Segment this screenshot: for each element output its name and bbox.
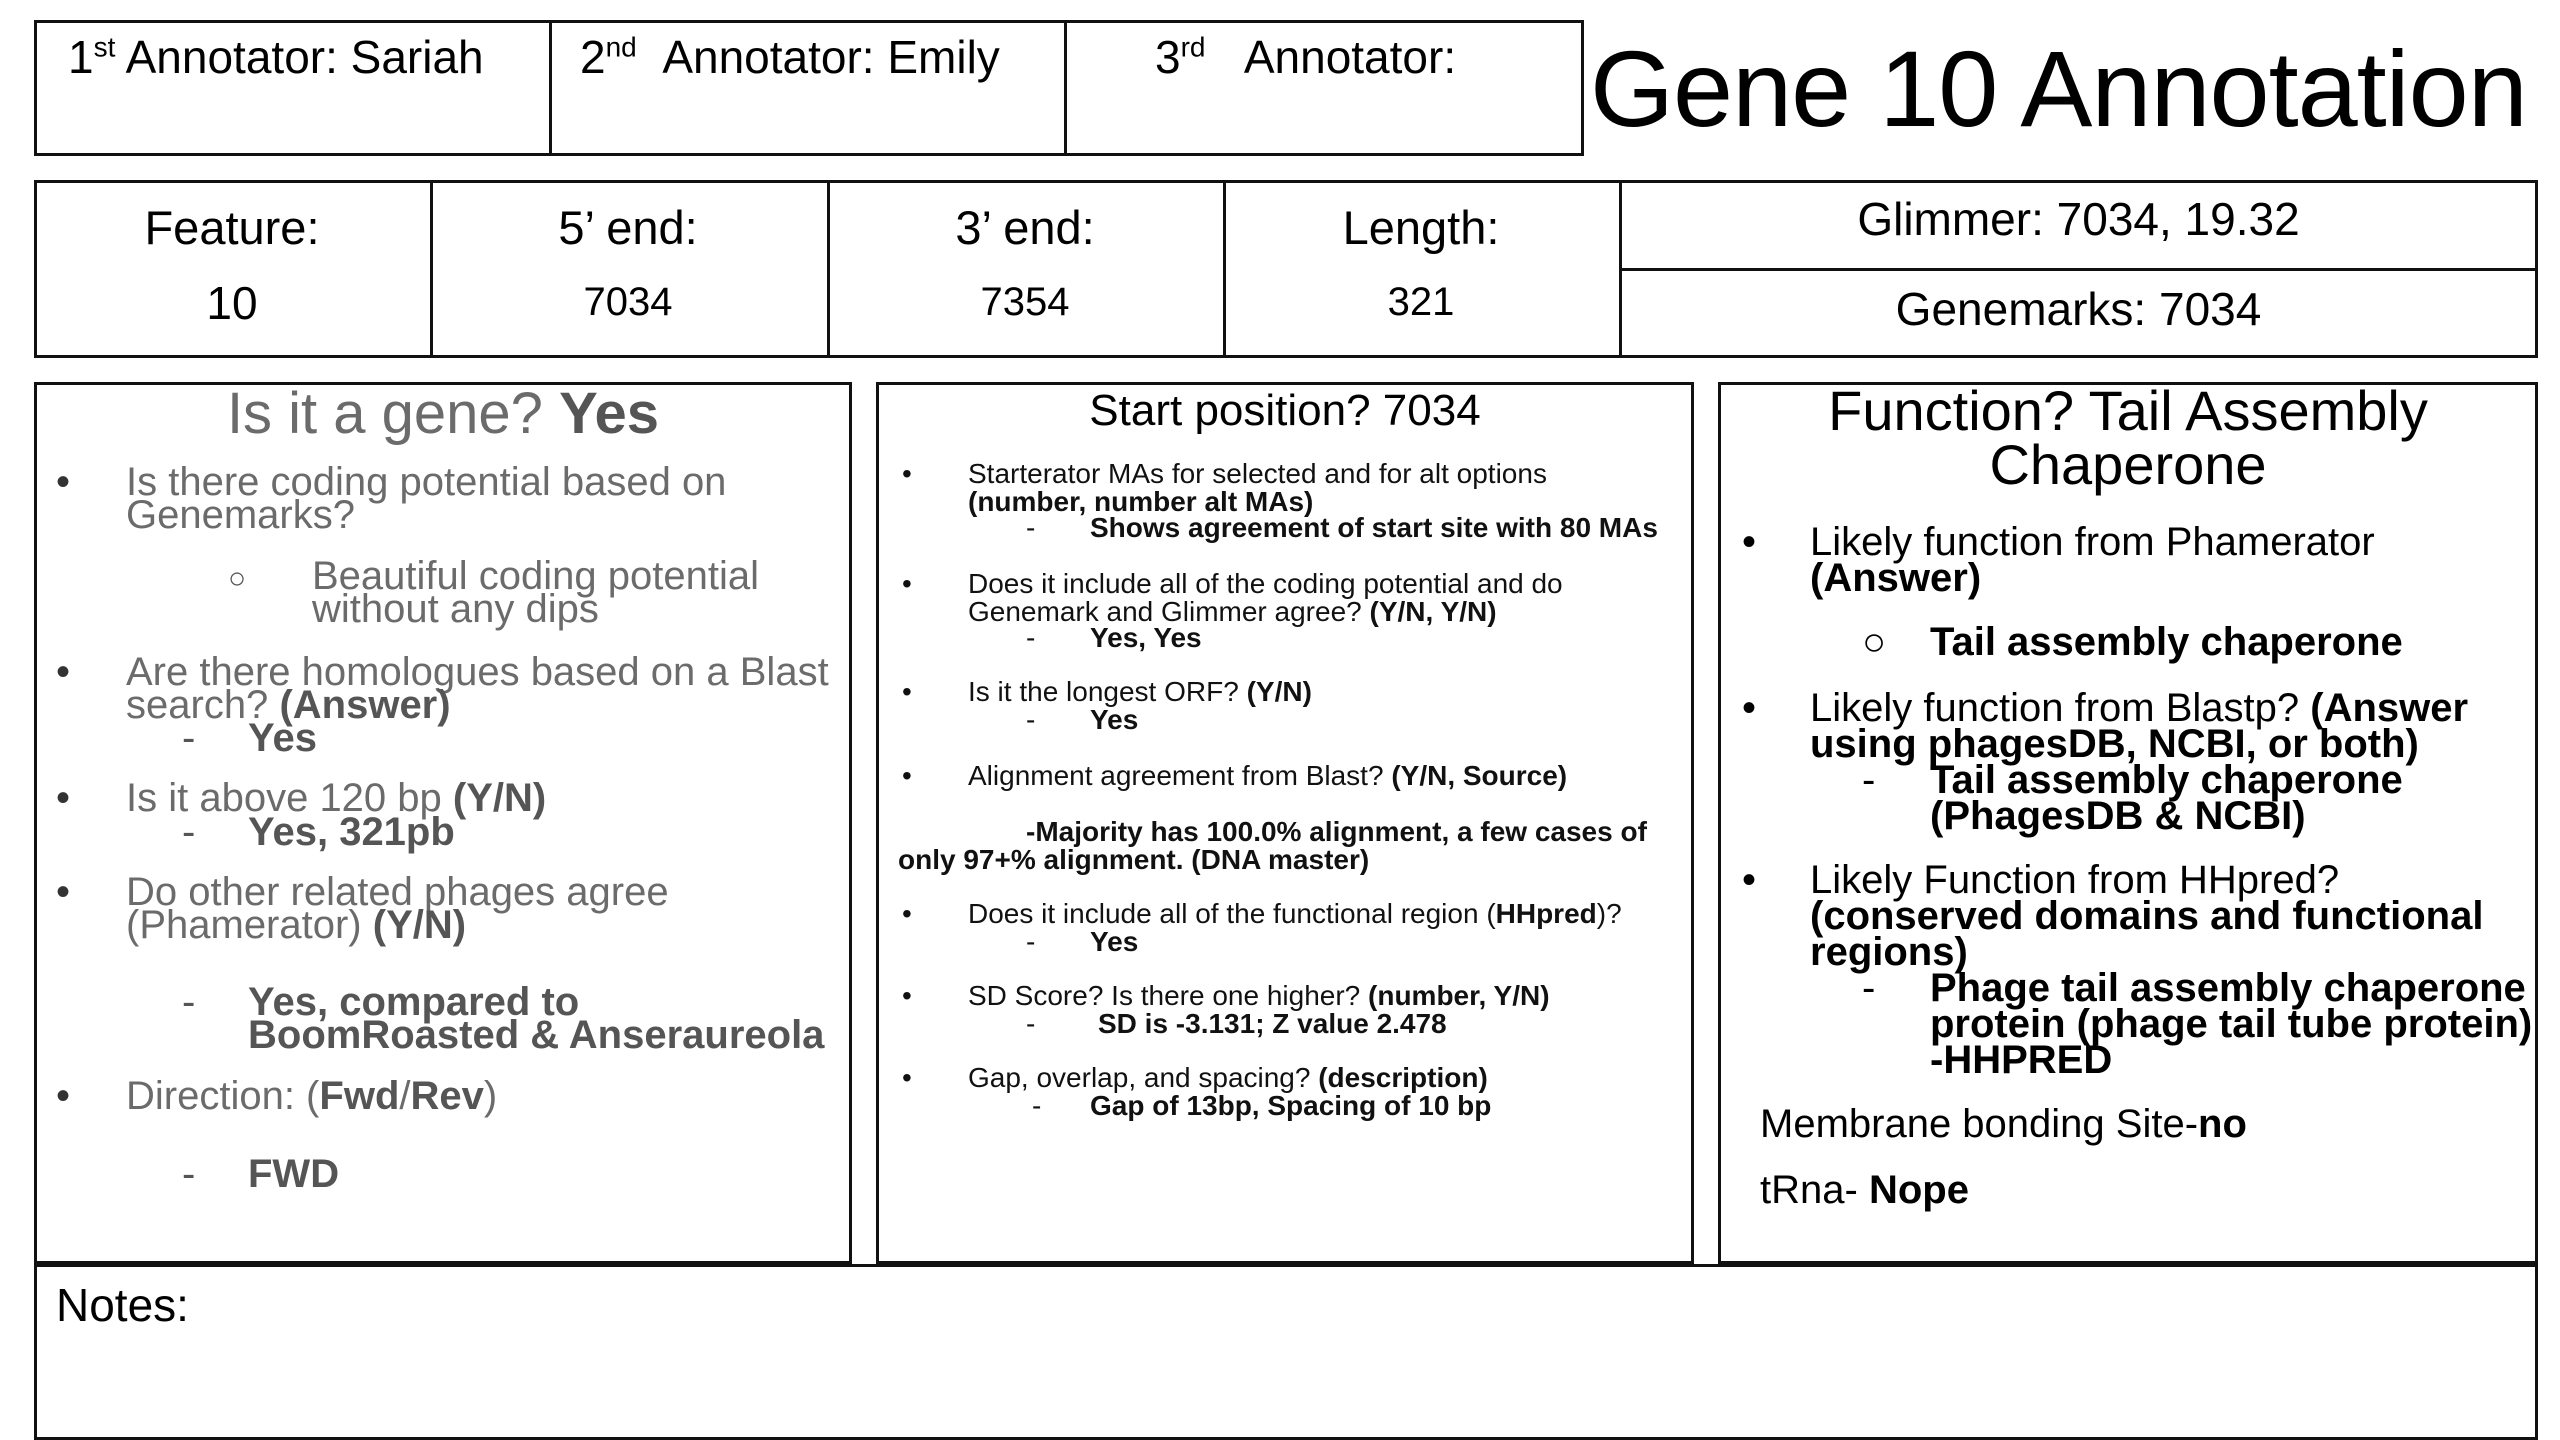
- blastp-answer: Tail assembly chaperone (PhagesDB & NCBI…: [1930, 758, 2403, 838]
- circle-bullet-icon: ○: [228, 562, 247, 595]
- coding-potential-question: Is there coding potential based on Genem…: [126, 460, 727, 537]
- circle-bullet-icon: ○: [1862, 620, 1887, 664]
- third-annotator: 3rd Annotator:: [1155, 31, 1457, 83]
- three-end-value: 7354: [980, 280, 1070, 324]
- dash-icon: -: [182, 716, 196, 760]
- feature-divider: [1223, 180, 1226, 358]
- dash-icon: -: [1026, 512, 1036, 543]
- length-label: Length:: [1342, 201, 1500, 254]
- annotators-divider: [549, 20, 552, 156]
- longest-orf-answer: Yes: [1090, 704, 1139, 735]
- functional-region-question: Does it include all of the functional re…: [968, 898, 1622, 929]
- dash-icon: -: [1026, 622, 1036, 653]
- dash-icon: -: [182, 810, 196, 854]
- annotators-divider: [1064, 20, 1067, 156]
- hhpred-question: Likely Function from HHpred? (conserved …: [1810, 858, 2484, 974]
- dash-icon: -: [1862, 966, 1876, 1010]
- bullet-icon: •: [902, 568, 912, 599]
- starterator-question: Starterator MAs for selected and for alt…: [968, 458, 1547, 517]
- first-annotator-name: Sariah: [350, 31, 484, 83]
- gene-panel-title: Is it a gene? Yes: [226, 381, 660, 446]
- coding-agree-question: Does it include all of the coding potent…: [968, 568, 1563, 627]
- bullet-icon: •: [902, 760, 912, 791]
- dash-icon: -: [182, 980, 196, 1024]
- feature-divider: [827, 180, 830, 358]
- dash-icon: -: [182, 1152, 196, 1196]
- annotators-table: [34, 20, 1584, 156]
- trna: tRna- Nope: [1760, 1168, 1969, 1212]
- bullet-icon: •: [1742, 858, 1757, 902]
- gene-panel: [34, 382, 852, 1264]
- direction-answer: FWD: [248, 1152, 340, 1196]
- feature-label: Feature:: [144, 201, 320, 254]
- second-annotator-name: Emily: [887, 31, 1000, 83]
- direction-question: Direction: (Fwd/Rev): [126, 1074, 498, 1118]
- bullet-icon: •: [902, 458, 912, 489]
- bullet-icon: •: [1742, 686, 1757, 730]
- phamerator-question: Likely function from Phamerator (Answer): [1810, 520, 2375, 600]
- second-annotator: 2nd Annotator: Emily: [580, 31, 1000, 83]
- functional-region-answer: Yes: [1090, 926, 1139, 957]
- bullet-icon: •: [56, 870, 71, 914]
- dash-icon: -: [1026, 1008, 1036, 1039]
- five-end-label: 5’ end:: [558, 201, 698, 254]
- glimmer-divider: [1619, 268, 2538, 271]
- alignment-question: Alignment agreement from Blast? (Y/N, So…: [968, 760, 1568, 791]
- bullet-icon: •: [56, 1074, 71, 1118]
- length-question: Is it above 120 bp (Y/N): [126, 776, 547, 820]
- start-panel-title: Start position? 7034: [1089, 386, 1481, 435]
- bullet-icon: •: [56, 460, 71, 504]
- bullet-icon: •: [902, 980, 912, 1011]
- start-panel: [876, 382, 1694, 1264]
- longest-orf-question: Is it the longest ORF? (Y/N): [968, 676, 1312, 707]
- coding-potential-answer: Beautiful coding potential without any d…: [312, 554, 759, 631]
- five-end-cell: 5’ end: 7034: [430, 180, 826, 358]
- glimmer-value: Glimmer: 7034, 19.32: [1857, 193, 2300, 245]
- first-annotator: 1st Annotator: Sariah: [68, 31, 484, 83]
- related-phages-answer: Yes, compared to BoomRoasted & Anseraure…: [248, 980, 825, 1057]
- starterator-answer: Shows agreement of start site with 80 MA…: [1090, 512, 1658, 543]
- homologues-answer: Yes: [248, 716, 317, 760]
- notes-box: [34, 1264, 2538, 1440]
- bullet-icon: •: [902, 676, 912, 707]
- coding-agree-answer: Yes, Yes: [1090, 622, 1202, 653]
- bullet-icon: •: [56, 776, 71, 820]
- bullet-icon: •: [56, 650, 71, 694]
- function-panel-title: Function? Tail Assembly Chaperone: [1828, 379, 2428, 496]
- sd-score-answer: SD is -3.131; Z value 2.478: [1098, 1008, 1447, 1039]
- related-phages-question: Do other related phages agree (Phamerato…: [126, 870, 669, 947]
- bullet-icon: •: [902, 898, 912, 929]
- three-end-cell: 3’ end: 7354: [827, 180, 1223, 358]
- dash-icon: -: [1026, 926, 1036, 957]
- feature-divider: [430, 180, 433, 358]
- dash-icon: -: [1862, 758, 1876, 802]
- bullet-icon: •: [902, 1062, 912, 1093]
- homologues-question: Are there homologues based on a Blast se…: [126, 650, 829, 727]
- length-answer: Yes, 321pb: [248, 810, 455, 854]
- sd-score-question: SD Score? Is there one higher? (number, …: [968, 980, 1550, 1011]
- phamerator-answer: Tail assembly chaperone: [1930, 620, 2403, 664]
- alignment-answer-line1: -Majority has 100.0% alignment, a few ca…: [1026, 816, 1647, 847]
- dash-icon: -: [1032, 1090, 1042, 1121]
- page-title: Gene 10 Annotation: [1590, 28, 2528, 149]
- alignment-answer-line2: only 97+% alignment. (DNA master): [898, 844, 1370, 875]
- five-end-value: 7034: [583, 280, 673, 324]
- gap-question: Gap, overlap, and spacing? (description): [968, 1062, 1488, 1093]
- length-value: 321: [1387, 280, 1455, 324]
- membrane-site: Membrane bonding Site-no: [1760, 1102, 2247, 1146]
- notes-label: Notes:: [56, 1279, 189, 1331]
- hhpred-answer: Phage tail assembly chaperone protein (p…: [1930, 966, 2533, 1082]
- dash-icon: -: [1026, 704, 1036, 735]
- function-panel: [1718, 382, 2538, 1264]
- feature-cell: Feature: 10: [34, 180, 430, 358]
- length-cell: Length: 321: [1223, 180, 1619, 358]
- genemarks-value: Genemarks: 7034: [1895, 283, 2262, 335]
- blastp-question: Likely function from Blastp? (Answer usi…: [1810, 686, 2469, 766]
- bullet-icon: •: [1742, 520, 1757, 564]
- feature-value: 10: [206, 277, 258, 329]
- three-end-label: 3’ end:: [955, 201, 1095, 254]
- gap-answer: Gap of 13bp, Spacing of 10 bp: [1090, 1090, 1492, 1121]
